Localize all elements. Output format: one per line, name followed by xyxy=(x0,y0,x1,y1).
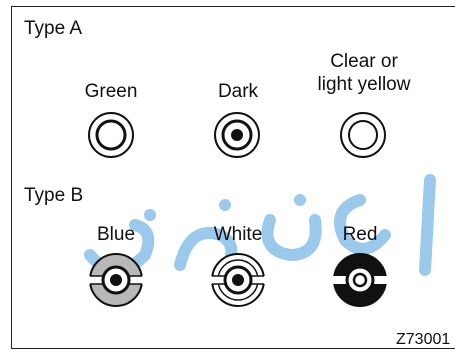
type-b-white-label: White xyxy=(213,224,263,245)
type-a-green-label: Green xyxy=(84,81,138,102)
type-a-clear-label-line1: Clear or xyxy=(330,51,398,72)
type-b-blue-label: Blue xyxy=(96,224,136,245)
blue-gray-split-socket-icon xyxy=(89,253,143,307)
type-a-clear-label-line2: light yellow xyxy=(317,74,411,95)
green-double-ring-icon xyxy=(88,112,134,158)
white-split-socket-icon xyxy=(211,253,265,307)
type-a-dark-label: Dark xyxy=(217,81,259,102)
type-b-heading: Type B xyxy=(24,185,84,206)
figure-code: Z73001 xyxy=(396,331,451,348)
clear-double-ring-icon xyxy=(340,112,386,158)
type-a-heading: Type A xyxy=(24,18,83,39)
dark-ring-with-dot-icon xyxy=(214,112,260,158)
figure-frame xyxy=(11,6,455,349)
type-b-red-label: Red xyxy=(342,224,378,245)
red-black-split-socket-icon xyxy=(333,253,387,307)
